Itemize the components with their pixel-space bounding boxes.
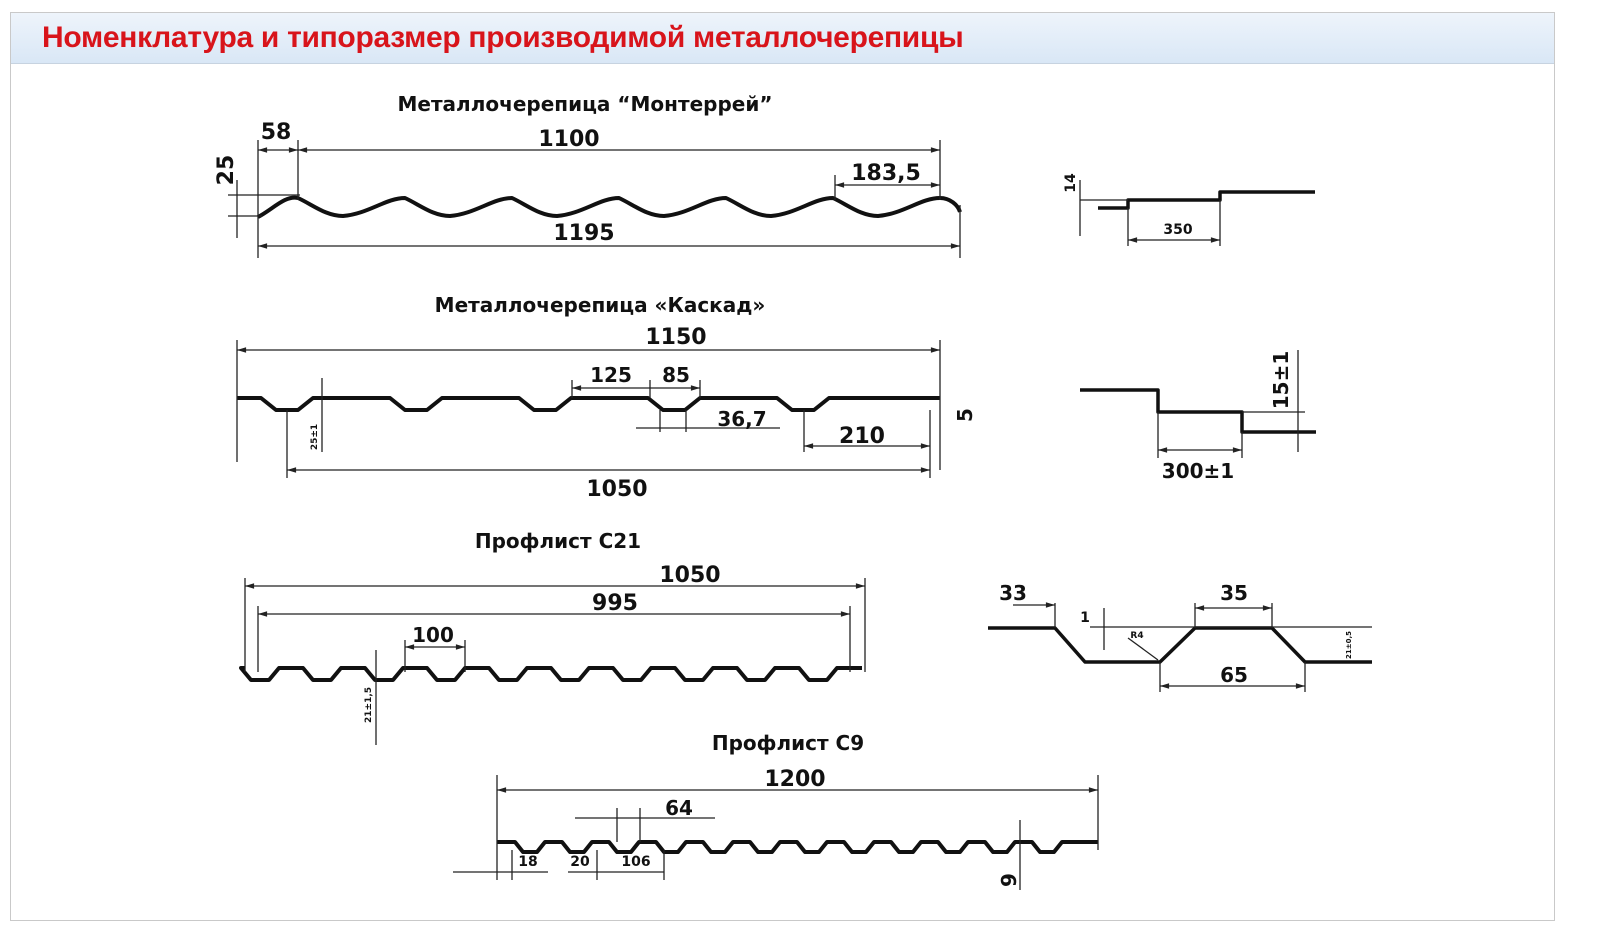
dim-5: 5 <box>953 408 977 422</box>
dim-1050: 1050 <box>586 477 647 502</box>
dim-36-7: 36,7 <box>717 407 766 431</box>
dim-85: 85 <box>662 363 690 387</box>
dim-1150: 1150 <box>645 325 706 350</box>
figure-panel: Номенклатура и типоразмер производимой м… <box>10 12 1555 921</box>
monterrey-profile <box>257 195 962 219</box>
detail-dim-350: 350 <box>1163 222 1192 238</box>
monterrey-drawing: Металлочерепица “Монтеррей” 58 1100 183,… <box>214 92 1315 258</box>
kaskad-title: Металлочерепица «Каскад» <box>435 293 766 317</box>
dim-100: 100 <box>412 623 454 647</box>
dim-9: 9 <box>997 873 1021 887</box>
dim-25-1: 25±1 <box>310 424 320 450</box>
dim-20: 20 <box>570 854 590 870</box>
dim-125: 125 <box>590 363 632 387</box>
page-title: Номенклатура и типоразмер производимой м… <box>42 21 964 54</box>
detail-radius-r4: R4 <box>1130 631 1143 641</box>
c9-title: Профлист С9 <box>712 731 864 755</box>
dim-210: 210 <box>839 424 885 449</box>
detail-dim-35: 35 <box>1220 581 1248 605</box>
c9-drawing: Профлист С9 1200 64 18 20 106 9 <box>453 731 1099 890</box>
dim-1200: 1200 <box>764 767 825 792</box>
monterrey-title: Металлочерепица “Монтеррей” <box>398 92 773 116</box>
c21-title: Профлист С21 <box>475 529 641 553</box>
detail-dim-33: 33 <box>999 581 1027 605</box>
detail-dim-1: 1 <box>1080 610 1090 626</box>
dim-58: 58 <box>261 120 292 145</box>
dim-25: 25 <box>214 155 239 186</box>
dim-1195: 1195 <box>553 221 614 246</box>
dim-21-1-5: 21±1,5 <box>364 687 374 723</box>
detail-dim-14: 14 <box>1063 173 1079 193</box>
detail-dim-65: 65 <box>1220 663 1248 687</box>
detail-dim-21-0-5: 21±0,5 <box>1345 631 1353 659</box>
dim-1100: 1100 <box>538 127 599 152</box>
c21-drawing: Профлист С21 100 1050 995 21±1,5 33 35 1… <box>239 529 1372 745</box>
dim-18: 18 <box>518 854 537 870</box>
dim-183-5: 183,5 <box>851 161 921 186</box>
dim-1050: 1050 <box>659 563 720 588</box>
dim-64: 64 <box>665 796 693 820</box>
kaskad-profile <box>237 396 940 412</box>
kaskad-drawing: Металлочерепица «Каскад» 1150 125 85 36,… <box>236 293 1316 502</box>
c9-profile <box>497 840 1098 854</box>
dim-995: 995 <box>592 591 638 616</box>
dim-106: 106 <box>621 854 650 870</box>
detail-dim-300-1: 300±1 <box>1162 459 1234 483</box>
panel-header: Номенклатура и типоразмер производимой м… <box>11 13 1554 64</box>
detail-dim-15-1: 15±1 <box>1269 351 1293 410</box>
c21-profile <box>239 666 862 682</box>
